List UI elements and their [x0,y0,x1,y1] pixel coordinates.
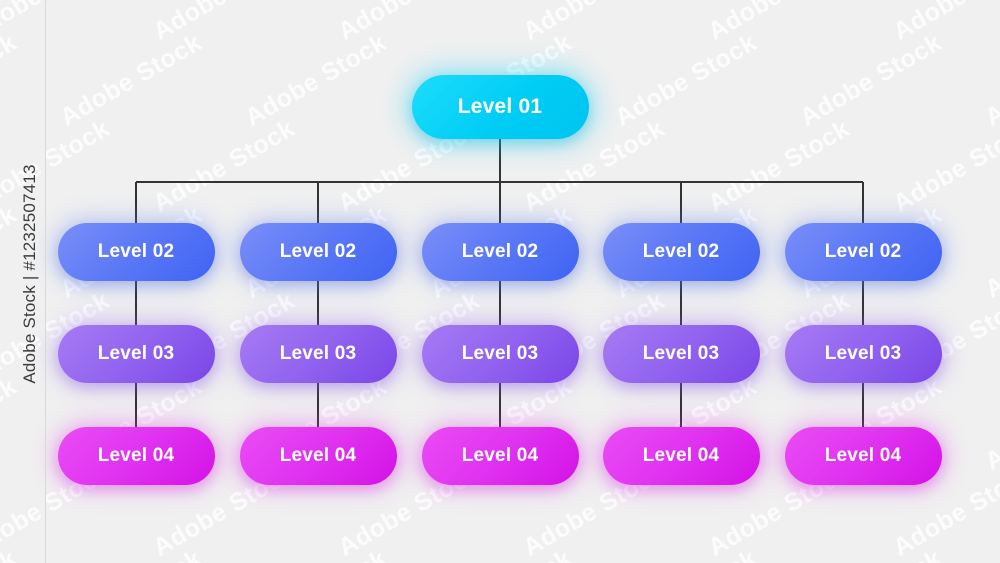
node-level-2-5[interactable]: Level 02 [784,223,942,281]
node-level-2-1[interactable]: Level 02 [57,223,215,281]
node-label: Level 04 [279,445,357,466]
credit-strip: Adobe Stock | #1232507413 [0,0,46,563]
node-label: Level 03 [642,343,720,364]
node-label: Level 04 [97,445,175,466]
node-label: Level 03 [97,343,175,364]
node-label: Level 04 [461,445,539,466]
node-level-4-2[interactable]: Level 04 [239,427,397,485]
node-label: Level 02 [824,241,902,262]
node-label: Level 01 [457,95,543,118]
node-level-2-3[interactable]: Level 02 [421,223,579,281]
node-level-4-4[interactable]: Level 04 [602,427,760,485]
node-level-3-4[interactable]: Level 03 [602,325,760,383]
node-label: Level 04 [824,445,902,466]
node-level-2-4[interactable]: Level 02 [602,223,760,281]
node-label: Level 02 [279,241,357,262]
node-label: Level 03 [461,343,539,364]
node-label: Level 02 [97,241,175,262]
node-label: Level 03 [279,343,357,364]
node-level-3-5[interactable]: Level 03 [784,325,942,383]
node-level-3-2[interactable]: Level 03 [239,325,397,383]
node-label: Level 04 [642,445,720,466]
node-level-1-1[interactable]: Level 01 [411,75,589,139]
stock-credit-label: Adobe Stock | #1232507413 [20,164,39,384]
node-level-4-3[interactable]: Level 04 [421,427,579,485]
node-level-2-2[interactable]: Level 02 [239,223,397,281]
credit-divider [45,0,46,563]
node-label: Level 02 [642,241,720,262]
node-level-3-3[interactable]: Level 03 [421,325,579,383]
node-level-4-1[interactable]: Level 04 [57,427,215,485]
node-level-3-1[interactable]: Level 03 [57,325,215,383]
node-label: Level 02 [461,241,539,262]
node-level-4-5[interactable]: Level 04 [784,427,942,485]
node-label: Level 03 [824,343,902,364]
